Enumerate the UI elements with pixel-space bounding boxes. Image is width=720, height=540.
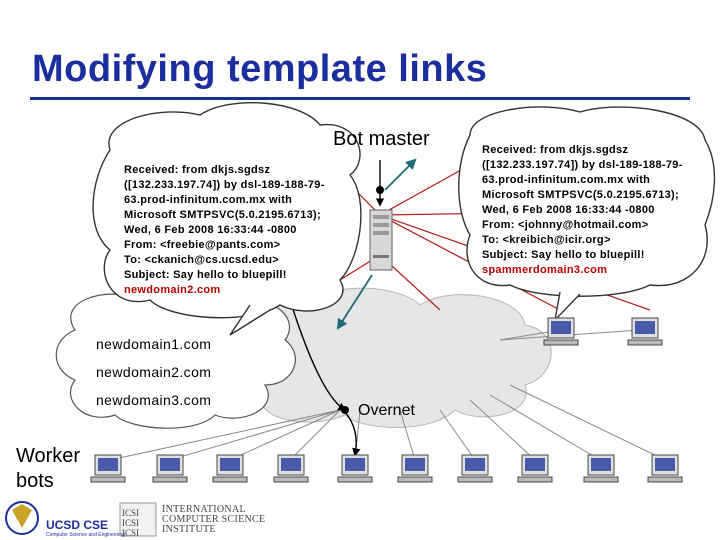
icsi-name-line: INTERNATIONAL <box>162 504 246 515</box>
domain-item: newdomain1.com <box>96 336 212 352</box>
email-line: Wed, 6 Feb 2008 16:33:44 -0800 <box>482 204 655 216</box>
ucsd-logo-subtext: Computer Science and Engineering <box>46 532 125 538</box>
email-bubble-left <box>92 101 362 336</box>
worker-label-line2: bots <box>16 470 54 492</box>
email-link: spammerdomain3.com <box>482 264 608 276</box>
icsi-logo-mark <box>119 502 157 537</box>
worker-label-line1: Worker <box>16 445 81 467</box>
email-link: newdomain2.com <box>124 284 221 296</box>
email-line: Microsoft SMTPSVC(5.0.2195.6713); <box>482 189 679 201</box>
email-line: 63.prod-infinitum.com.mx with <box>124 194 293 206</box>
email-line: Microsoft SMTPSVC(5.0.2195.6713); <box>124 209 321 221</box>
ucsd-logo-text: UCSD CSE <box>46 518 109 532</box>
worker-bot-computers <box>90 317 683 483</box>
overnet-label: Overnet <box>358 402 415 419</box>
worker-links <box>109 329 666 461</box>
email-line: 63.prod-infinitum.com.mx with <box>482 174 651 186</box>
email-line: From: <johnny@hotmail.com> <box>482 219 649 231</box>
email-bubble-right <box>458 106 716 323</box>
email-line: ([132.233.197.74]) by dsl-189-188-79- <box>124 179 325 191</box>
email-line: ([132.233.197.74]) by dsl-189-188-79- <box>482 159 683 171</box>
email-left-text: Received: from dkjs.sgdsz ([132.233.197.… <box>124 163 339 298</box>
bot-master-label: Bot master <box>333 128 430 150</box>
email-line: Subject: Say hello to bluepill! <box>482 249 645 261</box>
domain-item: newdomain2.com <box>96 364 212 380</box>
title-underline <box>30 97 690 100</box>
email-line: Received: from dkjs.sgdsz <box>482 144 629 156</box>
email-right-text: Received: from dkjs.sgdsz ([132.233.197.… <box>482 143 707 278</box>
email-line: Received: from dkjs.sgdsz <box>124 164 271 176</box>
email-line: From: <freebie@pants.com> <box>124 239 281 251</box>
email-line: To: <ckanich@cs.ucsd.edu> <box>124 254 279 266</box>
worker-bots-label: Worker bots <box>16 444 106 494</box>
icsi-name-line: COMPUTER SCIENCE <box>162 514 266 525</box>
domain-list: newdomain1.com newdomain2.com newdomain3… <box>96 330 211 414</box>
email-line: Wed, 6 Feb 2008 16:33:44 -0800 <box>124 224 297 236</box>
slide-title: Modifying template links <box>32 48 488 90</box>
icsi-name-line: INSTITUTE <box>162 524 216 535</box>
domain-item: newdomain3.com <box>96 392 212 408</box>
icsi-logo-name: INTERNATIONAL COMPUTER SCIENCE INSTITUTE <box>162 505 265 535</box>
ucsd-logo-mark <box>5 501 39 535</box>
overnet-arrows <box>289 160 385 457</box>
icsi-logo-abbr: ICSI ICSI ICSI <box>122 508 140 538</box>
email-line: To: <kreibich@icir.org> <box>482 234 611 246</box>
email-line: Subject: Say hello to bluepill! <box>124 269 287 281</box>
command-arrows <box>336 158 417 330</box>
bot-master-server <box>369 209 393 271</box>
